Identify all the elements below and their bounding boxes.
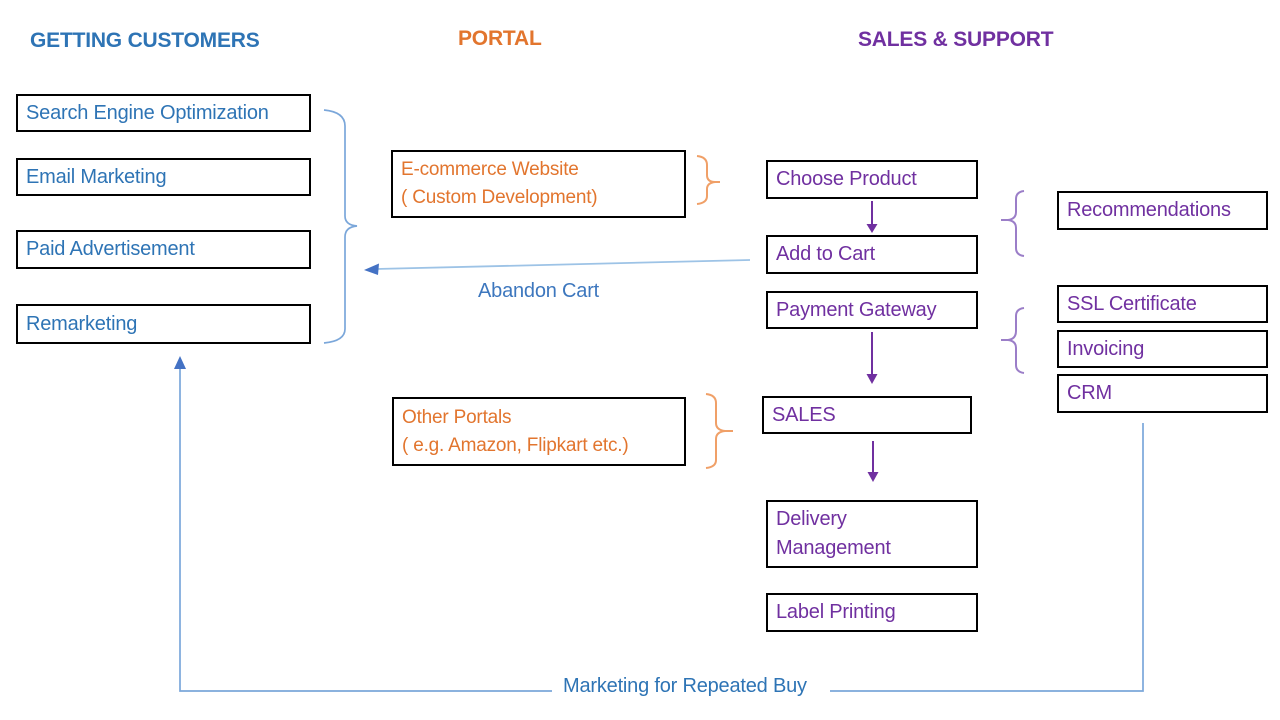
arrow-abandon-cart-head	[364, 263, 379, 275]
box-sales: SALES	[762, 396, 972, 434]
box-choose-product: Choose Product	[766, 160, 978, 199]
header-portal: PORTAL	[458, 27, 542, 50]
box-ecommerce-website: E-commerce Website ( Custom Development)	[391, 150, 686, 218]
box-paid-advertisement: Paid Advertisement	[16, 230, 311, 269]
box-label: Choose Product	[776, 168, 917, 190]
box-label: Invoicing	[1067, 337, 1145, 360]
brace-support-tools	[1007, 307, 1025, 374]
box-ssl-certificate: SSL Certificate	[1057, 285, 1268, 323]
box-label-line2: ( e.g. Amazon, Flipkart etc.)	[402, 434, 629, 456]
box-crm: CRM	[1057, 374, 1268, 413]
box-label: SALES	[772, 403, 836, 426]
box-invoicing: Invoicing	[1057, 330, 1268, 368]
box-label: Recommendations	[1067, 199, 1231, 221]
box-label-line2: ( Custom Development)	[401, 187, 598, 208]
box-remarketing: Remarketing	[16, 304, 311, 344]
box-search-engine-optimization: Search Engine Optimization	[16, 94, 311, 132]
header-sales-support: SALES & SUPPORT	[858, 28, 1054, 51]
box-label: CRM	[1067, 382, 1112, 404]
brace-other-portals	[705, 393, 726, 469]
arrow-payment-to-sales-head	[866, 374, 878, 384]
box-label: SSL Certificate	[1067, 292, 1197, 315]
box-label: Payment Gateway	[776, 298, 937, 321]
arrow-choose-to-cart-head	[866, 224, 878, 233]
brace-ecommerce-website	[696, 155, 716, 205]
box-label: Paid Advertisement	[26, 238, 195, 260]
label-marketing-repeated-buy: Marketing for Repeated Buy	[563, 675, 807, 697]
box-label: Remarketing	[26, 312, 138, 335]
box-label: Label Printing	[776, 601, 896, 623]
arrow-sales-to-delivery-head	[867, 472, 879, 482]
label-abandon-cart: Abandon Cart	[478, 280, 600, 302]
brace-recommendations	[1007, 190, 1025, 257]
box-label-line1: E-commerce Website	[401, 159, 579, 180]
box-other-portals: Other Portals ( e.g. Amazon, Flipkart et…	[392, 397, 686, 466]
box-label-line1: Other Portals	[402, 406, 512, 428]
header-getting-customers: GETTING CUSTOMERS	[30, 29, 260, 52]
box-payment-gateway: Payment Gateway	[766, 291, 978, 329]
brace-getting-customers	[323, 109, 358, 344]
box-add-to-cart: Add to Cart	[766, 235, 978, 274]
arrow-abandon-cart	[376, 259, 751, 270]
box-label: Email Marketing	[26, 165, 167, 188]
box-label: Add to Cart	[776, 243, 875, 265]
box-label-printing: Label Printing	[766, 593, 978, 632]
box-recommendations: Recommendations	[1057, 191, 1268, 230]
box-delivery-management: Delivery Management	[766, 500, 978, 568]
box-label: Delivery Management	[776, 508, 891, 559]
arrow-remarketing-feedback-head	[174, 356, 186, 369]
box-email-marketing: Email Marketing	[16, 158, 311, 196]
box-label: Search Engine Optimization	[26, 101, 269, 124]
